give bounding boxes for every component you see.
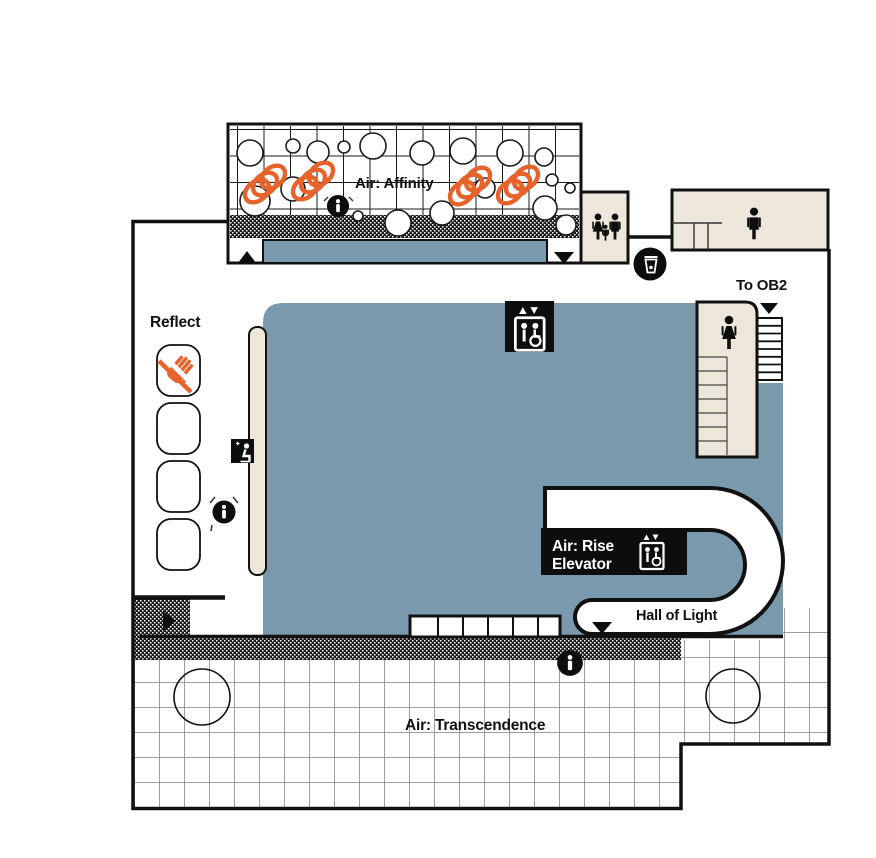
- map-outline: [131, 219, 831, 811]
- exhibit-case: [156, 402, 201, 455]
- quiet-room-icon: [231, 439, 254, 463]
- mens-restroom: [670, 188, 830, 252]
- hall-of-light-path: [543, 486, 785, 636]
- exhibit-case: [156, 518, 201, 571]
- stairs-icon: [756, 317, 783, 381]
- info-icon: [209, 496, 239, 532]
- hall-of-light-label: Hall of Light: [636, 608, 718, 624]
- no-touching-icon: [157, 351, 198, 394]
- womens-restroom: [695, 300, 759, 459]
- accessible-elevator-icon: [505, 301, 554, 352]
- rise-elevator-label: Air: Rise Elevator: [541, 528, 687, 575]
- transcendence-label: Air: Transcendence: [405, 717, 546, 734]
- bubble-decoration: [236, 132, 577, 237]
- column-circle: [173, 668, 231, 726]
- arrow-up-icon: [238, 251, 256, 263]
- reflect-area: Reflect: [150, 314, 267, 576]
- arrow-down-icon: [554, 252, 574, 264]
- rise-elevator-line1: Air: Rise: [552, 538, 615, 555]
- affinity-gallery-area: Air: Affinity: [226, 122, 583, 265]
- transcendence-area: [133, 608, 829, 807]
- moving-walkway: [262, 239, 548, 264]
- hatch-block: [133, 599, 190, 640]
- hall-of-light: Hall of Light: [543, 486, 785, 636]
- reflect-label: Reflect: [150, 314, 200, 331]
- info-icon: [323, 194, 354, 218]
- arrow-right-icon: [163, 611, 175, 631]
- info-icon: [557, 650, 583, 676]
- arrow-down-icon: [592, 622, 612, 634]
- column-circle: [705, 668, 761, 724]
- stage-steps: [408, 614, 562, 639]
- to-ob2-label: To OB2: [736, 277, 787, 294]
- affinity-label: Air: Affinity: [355, 175, 434, 192]
- drinking-fountain-icon: [633, 247, 667, 281]
- exhibit-case: [156, 460, 201, 513]
- family-restroom: [579, 190, 630, 265]
- stairs-to-ob2: To OB2: [736, 277, 787, 383]
- arrow-down-icon: [760, 303, 778, 314]
- hatch-strip: [133, 638, 681, 660]
- rise-elevator-line2: Elevator: [552, 556, 612, 573]
